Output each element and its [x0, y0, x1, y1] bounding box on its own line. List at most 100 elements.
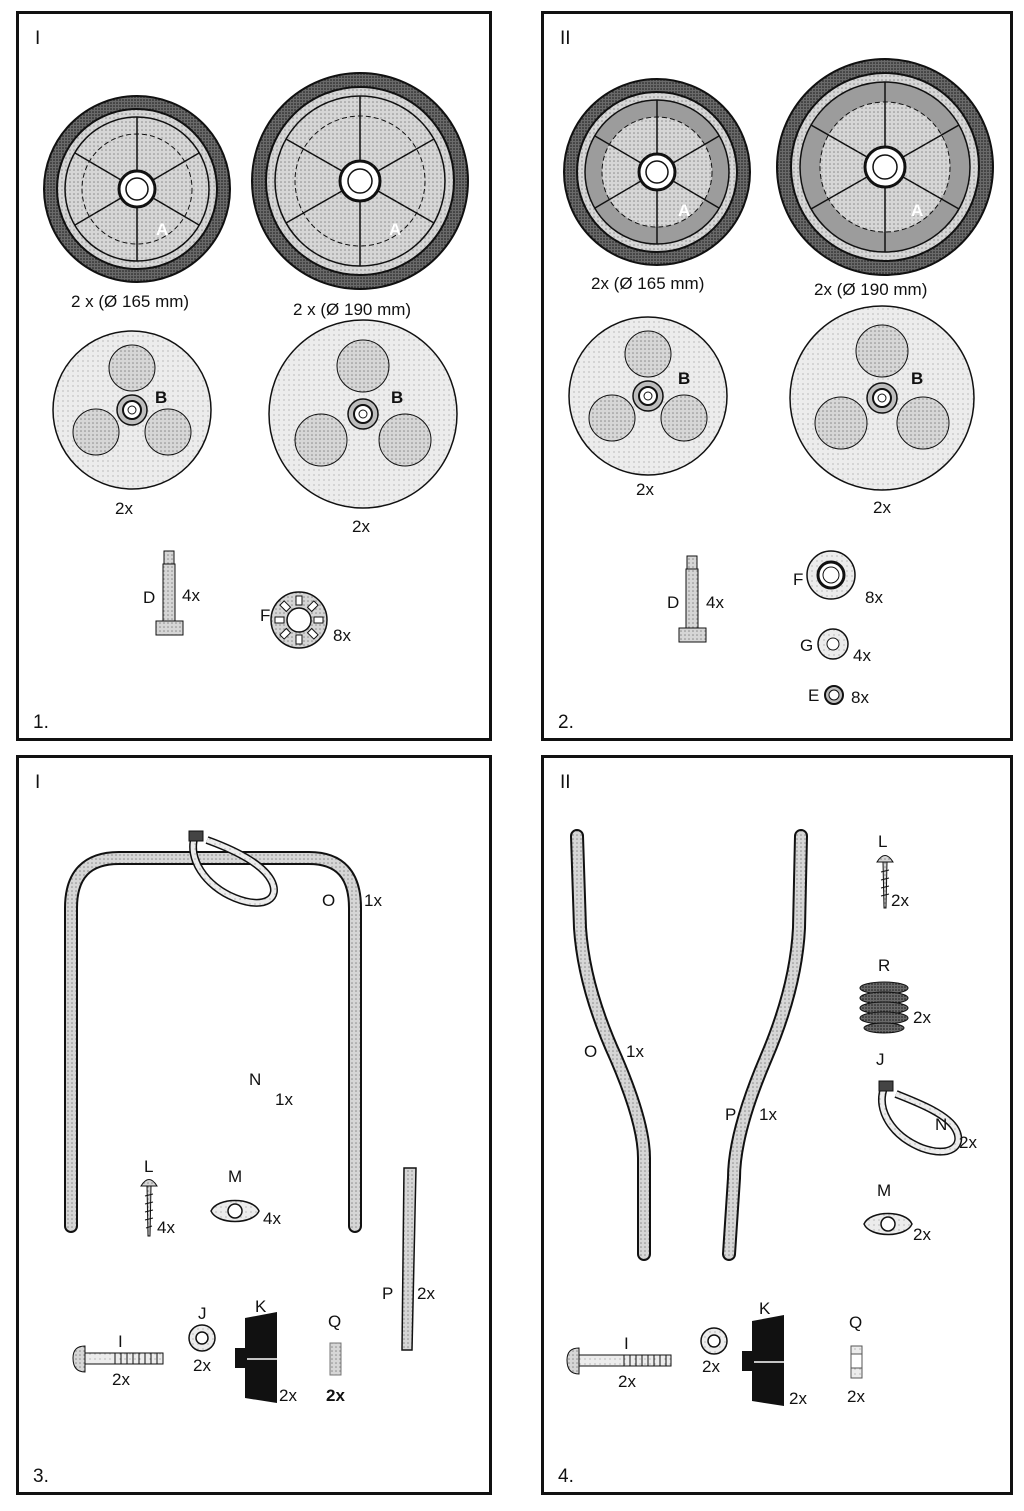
- disc-small-icon: [568, 316, 728, 476]
- knob-k-icon: [742, 1315, 784, 1406]
- wheel-small-icon: [563, 78, 751, 266]
- part-label-f: F: [793, 570, 804, 589]
- panel-4-frame-set-ii: II: [541, 755, 1013, 1495]
- screw-l-icon: [876, 855, 894, 909]
- washer-j-icon: [700, 1327, 728, 1355]
- part-qty-i: 2x: [618, 1372, 636, 1391]
- disc-large-qty: 2x: [873, 498, 891, 517]
- part-label-n: N: [935, 1115, 948, 1134]
- part-label-q: Q: [328, 1312, 342, 1331]
- panel-roman-numeral: II: [560, 772, 571, 793]
- disc-label-b: B: [911, 369, 924, 388]
- part-qty-g: 4x: [853, 646, 871, 665]
- screw-l-icon: [140, 1179, 158, 1237]
- panel-roman-numeral: I: [35, 772, 41, 793]
- panel-roman-numeral: II: [560, 28, 571, 49]
- part-qty-l: 4x: [157, 1218, 175, 1237]
- plug-r-icon: [859, 981, 909, 1034]
- disc-small-qty: 2x: [115, 499, 133, 518]
- panel-1-wheels-set-i: I: [16, 11, 492, 741]
- part-label-i: I: [118, 1332, 123, 1351]
- part-label-e: E: [808, 686, 820, 705]
- part-qty-d: 4x: [706, 593, 724, 612]
- part-qty-k: 2x: [789, 1389, 807, 1408]
- bent-tube-p-icon: [722, 829, 808, 1261]
- clamp-m-icon: [210, 1199, 260, 1223]
- knob-k-icon: [235, 1312, 277, 1403]
- part-label-p: P: [382, 1284, 394, 1303]
- part-qty-n: 1x: [275, 1090, 293, 1109]
- part-label-q: Q: [849, 1313, 863, 1332]
- part-label-o: O: [322, 891, 336, 910]
- panel-2-wheels-set-ii: II: [541, 11, 1013, 741]
- axle-bolt-d-icon: [155, 550, 184, 636]
- part-qty-r: 2x: [913, 1008, 931, 1027]
- part-qty-m: 4x: [263, 1209, 281, 1228]
- disc-small-qty: 2x: [636, 480, 654, 499]
- part-label-n: N: [249, 1070, 262, 1089]
- wheel-large-icon: [776, 58, 994, 276]
- part-qty-n: 2x: [959, 1133, 977, 1152]
- panel-3-illustration: [64, 830, 417, 1403]
- part-qty-j: 2x: [193, 1356, 211, 1375]
- part-label-m: M: [877, 1181, 892, 1200]
- hub-label-a: A: [911, 201, 924, 220]
- part-qty-f: 8x: [865, 588, 883, 607]
- panel-number: 3.: [33, 1466, 49, 1487]
- strap-n-icon: [878, 1080, 963, 1156]
- disc-label-b: B: [155, 388, 168, 407]
- part-qty-k: 2x: [279, 1386, 297, 1405]
- part-label-i: I: [624, 1334, 629, 1353]
- part-label-j: J: [876, 1050, 885, 1069]
- wheel-small-size: 2 x (Ø 165 mm): [71, 292, 190, 311]
- panel-roman-numeral: I: [35, 28, 41, 49]
- wheel-large-size: 2 x (Ø 190 mm): [293, 300, 412, 319]
- part-label-j: J: [198, 1304, 207, 1323]
- disc-large-icon: [268, 319, 458, 509]
- part-label-l: L: [878, 832, 888, 851]
- ring-e-icon: [824, 685, 844, 705]
- part-label-d: D: [667, 593, 680, 612]
- bolt-i-icon: [72, 1345, 164, 1373]
- washer-j-icon: [188, 1324, 216, 1352]
- panel-number: 1.: [33, 712, 49, 733]
- part-label-f: F: [260, 606, 271, 625]
- bolt-i-icon: [566, 1347, 672, 1375]
- disc-small-icon: [52, 330, 212, 490]
- hub-label-a: A: [389, 220, 402, 239]
- panel-number: 2.: [558, 712, 574, 733]
- part-qty-e: 8x: [851, 688, 869, 707]
- panel-number: 4.: [558, 1466, 574, 1487]
- panel-1-illustration: [43, 72, 469, 649]
- bent-tube-o-icon: [570, 829, 651, 1261]
- part-label-p: P: [725, 1105, 737, 1124]
- part-qty-f: 8x: [333, 626, 351, 645]
- panel-3-frame-set-i: I: [16, 755, 492, 1495]
- disc-label-b: B: [391, 388, 404, 407]
- part-label-o: O: [584, 1042, 598, 1061]
- part-qty-q: 2x: [847, 1387, 865, 1406]
- part-qty-p: 1x: [759, 1105, 777, 1124]
- disc-label-b: B: [678, 369, 691, 388]
- washer-g-icon: [817, 628, 849, 660]
- strap-n-icon: [188, 830, 278, 907]
- wheel-small-icon: [43, 95, 231, 283]
- gear-f-icon: [270, 591, 328, 649]
- spacer-q-icon: [850, 1345, 863, 1379]
- clamp-m-icon: [863, 1212, 913, 1236]
- part-label-m: M: [228, 1167, 243, 1186]
- part-qty-m: 2x: [913, 1225, 931, 1244]
- part-qty-o: 1x: [626, 1042, 644, 1061]
- part-label-k: K: [255, 1297, 267, 1316]
- panel-4-illustration: [566, 829, 963, 1406]
- part-qty-i: 2x: [112, 1370, 130, 1389]
- part-label-k: K: [759, 1299, 771, 1318]
- axle-bolt-d-icon: [678, 555, 707, 643]
- u-frame-o-icon: [64, 851, 362, 1233]
- part-qty-p: 2x: [417, 1284, 435, 1303]
- disc-large-icon: [789, 305, 975, 491]
- hub-label-a: A: [156, 220, 169, 239]
- part-qty-j: 2x: [702, 1357, 720, 1376]
- wheel-large-size: 2x (Ø 190 mm): [814, 280, 928, 299]
- wheel-large-icon: [251, 72, 469, 290]
